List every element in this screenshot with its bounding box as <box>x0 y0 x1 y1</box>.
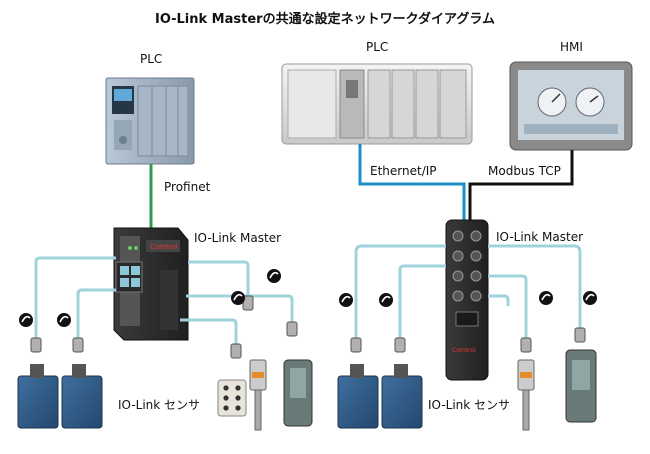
right-sensor-1 <box>337 364 379 429</box>
left-sensor-4-pressure <box>249 359 267 431</box>
hmi-device <box>509 61 633 151</box>
left-plc-label: PLC <box>140 52 163 66</box>
right-sensor-4-display <box>565 349 597 423</box>
left-sensor-label: IO-Link センサ <box>118 398 201 412</box>
right-plc-device <box>281 63 473 145</box>
svg-text:Comtrol: Comtrol <box>150 243 178 251</box>
left-master-label: IO-Link Master <box>194 231 282 245</box>
left-sensor-1 <box>17 364 59 429</box>
left-iolink-master-device: Comtrol <box>113 227 189 341</box>
left-sensor-2 <box>61 364 103 429</box>
left-plc-device <box>105 77 195 165</box>
right-iolink-master-device: Comtrol <box>445 219 489 381</box>
left-sensor-5-display <box>283 359 313 427</box>
right-plc-label: PLC <box>366 40 389 54</box>
ethernet-ip-cable <box>358 144 466 220</box>
modbus-tcp-label: Modbus TCP <box>488 164 561 178</box>
right-sensor-label: IO-Link センサ <box>428 398 511 412</box>
right-connectors <box>350 327 586 353</box>
left-sensor-3-keypad <box>217 379 247 417</box>
right-iolink-cables <box>354 244 582 346</box>
right-sensor-2 <box>381 364 423 429</box>
hmi-label: HMI <box>560 40 583 54</box>
svg-text:Comtrol: Comtrol <box>452 347 476 354</box>
left-iolink-cables <box>34 256 294 350</box>
modbus-tcp-cable <box>468 150 574 220</box>
iolink-logo-icon <box>19 269 281 327</box>
diagram-title: IO-Link Masterの共通な設定ネットワークダイアグラム <box>154 12 496 27</box>
iolink-logo-icon-right <box>339 291 597 307</box>
profinet-label: Profinet <box>164 180 211 194</box>
right-sensor-3-pressure <box>517 359 535 431</box>
right-master-label: IO-Link Master <box>496 230 584 244</box>
left-connectors <box>30 295 298 359</box>
ethernet-ip-label: Ethernet/IP <box>370 164 437 178</box>
